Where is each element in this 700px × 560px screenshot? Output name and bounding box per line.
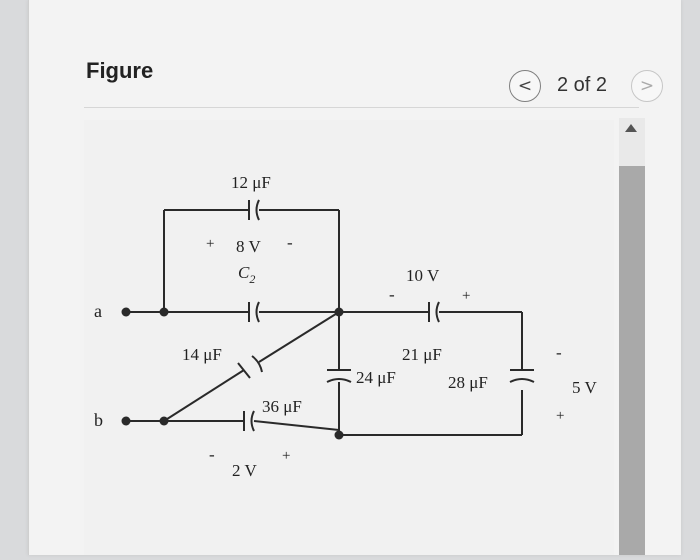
node-bottom bbox=[334, 430, 344, 440]
chevron-left-icon: < bbox=[517, 76, 533, 96]
previous-button[interactable]: < bbox=[509, 70, 541, 102]
node-center bbox=[334, 307, 344, 317]
node-left-bottom bbox=[159, 416, 169, 426]
plus-5v: + bbox=[556, 408, 564, 424]
circuit-nodes bbox=[121, 307, 344, 440]
v5-label: 5 V bbox=[572, 378, 597, 397]
node-a bbox=[121, 307, 131, 317]
node-b bbox=[121, 416, 131, 426]
figure-area: a b 12 μF + 8 V - C2 14 μF 36 μF - 2 V +… bbox=[84, 120, 614, 555]
minus-2v: - bbox=[209, 445, 215, 464]
scroll-thumb[interactable] bbox=[619, 166, 645, 555]
vertical-scrollbar[interactable] bbox=[619, 118, 645, 555]
header-divider bbox=[84, 107, 639, 108]
terminal-a-label: a bbox=[94, 301, 102, 321]
circuit-wires bbox=[126, 209, 523, 436]
circuit-diagram: a b 12 μF + 8 V - C2 14 μF 36 μF - 2 V +… bbox=[94, 173, 597, 480]
cap-21-label: 21 μF bbox=[402, 345, 442, 364]
cap-36-label: 36 μF bbox=[262, 397, 302, 416]
plus-2v: + bbox=[282, 448, 290, 464]
scroll-up-icon[interactable] bbox=[625, 124, 637, 132]
cap-14-label: 14 μF bbox=[182, 345, 222, 364]
v2-label: 2 V bbox=[232, 461, 257, 480]
minus-8v: - bbox=[287, 233, 293, 252]
figure-card: Figure < 2 of 2 > bbox=[28, 0, 681, 555]
minus-10v: - bbox=[389, 285, 395, 304]
capacitor-plates bbox=[237, 199, 535, 432]
page-title: Figure bbox=[86, 58, 154, 83]
cap-28-label: 28 μF bbox=[448, 373, 488, 392]
terminal-b-label: b bbox=[94, 410, 103, 430]
plus-8v: + bbox=[206, 236, 214, 252]
minus-5v: - bbox=[556, 343, 562, 362]
chevron-right-icon: > bbox=[639, 76, 655, 96]
page-indicator: 2 of 2 bbox=[557, 74, 608, 96]
node-left-top bbox=[159, 307, 169, 317]
cap-12-label: 12 μF bbox=[231, 173, 271, 192]
plus-10v: + bbox=[462, 288, 470, 304]
cap-24-label: 24 μF bbox=[356, 368, 396, 387]
next-button[interactable]: > bbox=[631, 70, 663, 102]
v10-label: 10 V bbox=[406, 266, 440, 285]
v8-label: 8 V bbox=[236, 237, 261, 256]
c2-label: C2 bbox=[238, 263, 255, 286]
